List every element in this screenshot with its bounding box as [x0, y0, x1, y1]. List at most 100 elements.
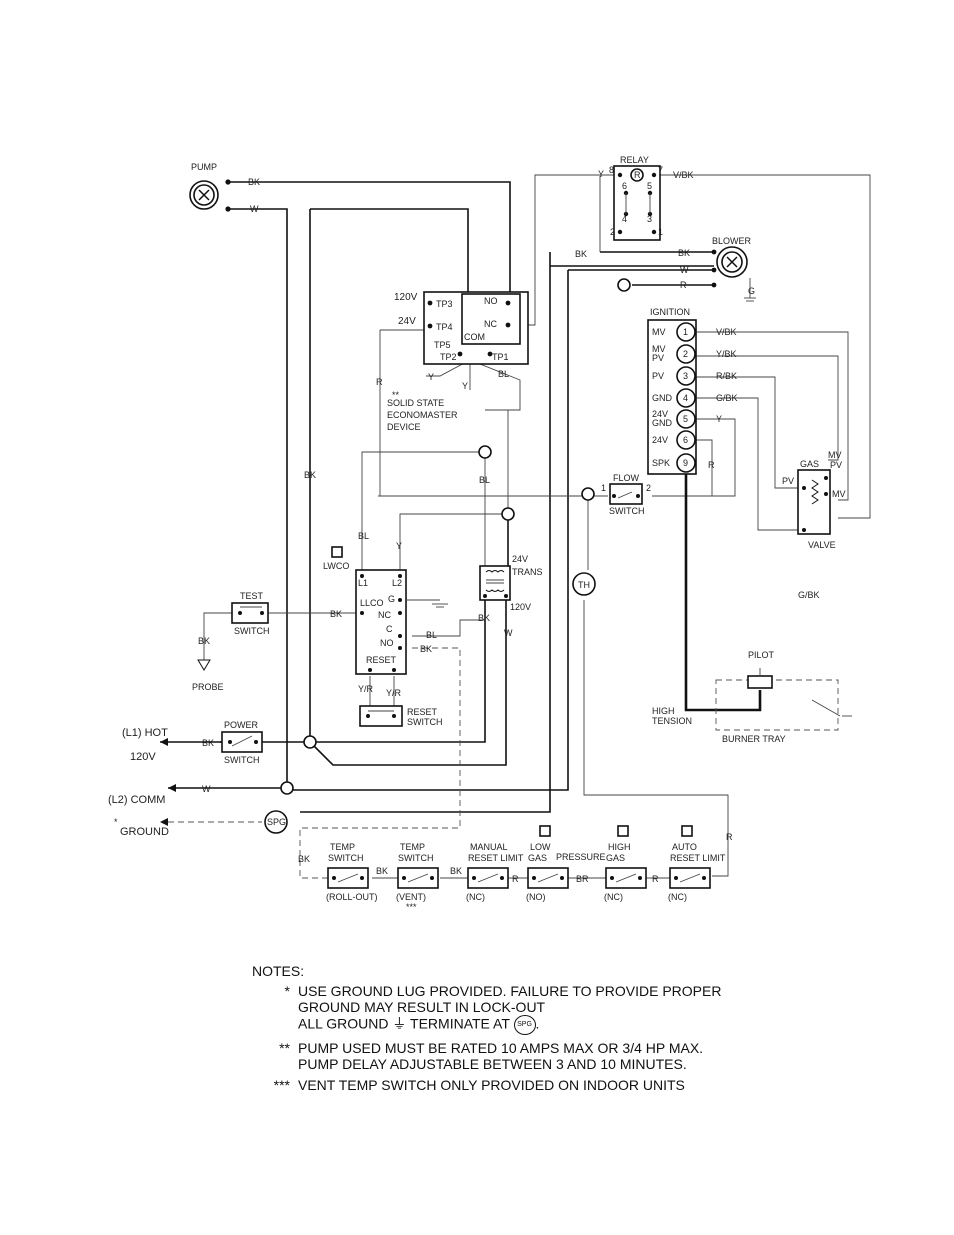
ignition-terminal	[676, 388, 696, 408]
ground-label: GROUND	[120, 826, 169, 838]
relay-pin-8: 8	[609, 165, 614, 175]
limit-switch-title: RESET LIMIT	[670, 853, 726, 863]
limit-switch-title: AUTO	[672, 842, 697, 852]
econ-star: **	[392, 390, 400, 400]
ignition-terminal-number: 9	[683, 458, 688, 468]
valve-label: VALVE	[808, 540, 836, 550]
high-label: HIGH	[652, 706, 675, 716]
gas-valve: GAS VALVE MV PV PV MV G/BK	[782, 450, 846, 600]
l2-w-wire: W	[202, 784, 211, 794]
econ-desc-3: DEVICE	[387, 422, 421, 432]
ignition-label: IGNITION	[650, 307, 690, 317]
probe-bk-wire: BK	[198, 636, 210, 646]
econ-y-wire-2: Y	[462, 381, 468, 391]
limit-switch-contact	[407, 873, 429, 883]
notes-section: NOTES: * USE GROUND LUG PROVIDED. FAILUR…	[252, 963, 812, 1098]
ignition-wire-code: Y	[716, 414, 722, 424]
note-1-line-3a: ALL GROUND	[298, 1015, 389, 1032]
relay-label: RELAY	[620, 155, 649, 165]
note-1-line-2: GROUND MAY RESULT IN LOCK-OUT	[298, 999, 546, 1015]
econ-tp3: TP3	[436, 299, 453, 309]
relay-bk-wire: BK	[575, 249, 587, 259]
power-label: POWER	[224, 720, 259, 730]
trans-w-wire: W	[504, 628, 513, 638]
econ-tp1: TP1	[492, 352, 509, 362]
limit-switch-terminal	[360, 876, 364, 880]
orphan-gbk-label: G/BK	[798, 590, 820, 600]
econ-no: NO	[484, 296, 498, 306]
limit-switch-contact	[615, 873, 637, 883]
lwco-c: C	[386, 624, 393, 634]
ignition-terminal	[676, 366, 696, 386]
blower: BLOWER BK W R G	[617, 236, 756, 302]
limit-bk-1: BK	[298, 854, 310, 864]
limit-switch-string: BK BK BK R BR R R PRESSURE TEMPSWITCH(RO…	[298, 825, 733, 912]
econ-bl-wire: BL	[498, 369, 509, 379]
lwco-bk-in: BK	[330, 609, 342, 619]
lwco-bl-wire: BL	[358, 531, 369, 541]
ignition-terminal-number: 2	[683, 349, 688, 359]
economaster-device: 120V 24V TP3 TP4 TP5 TP2 TP1 NO NC COM *…	[376, 291, 529, 432]
lwco-control: LWCO L1 L2 G LLCO NC C NO RESET BL Y BL …	[323, 531, 448, 698]
limit-switch-title: LOW	[530, 842, 551, 852]
lwco-nc: NC	[378, 610, 391, 620]
trans-bk-wire: BK	[478, 613, 490, 623]
lwco-g: G	[388, 594, 395, 604]
limit-switch-type: (NC)	[604, 892, 623, 902]
flow-t1: 1	[601, 483, 606, 493]
ignition-wire-code: G/BK	[716, 393, 738, 403]
trans-label: TRANS	[512, 567, 543, 577]
pump: PUMP BK W	[189, 162, 260, 214]
gas-label: GAS	[800, 459, 819, 469]
ignition-terminal-label: MV	[652, 327, 666, 337]
power-switch: POWER SWITCH BK (L1) HOT 120V W (L2) COM…	[108, 720, 288, 838]
limit-r-2: R	[652, 874, 659, 884]
flow-r-wire: R	[708, 460, 715, 470]
econ-com: COM	[464, 332, 485, 342]
note-3: *** VENT TEMP SWITCH ONLY PROVIDED ON IN…	[252, 1077, 812, 1093]
limit-switch-type: (NO)	[526, 892, 546, 902]
limit-switch-marker	[681, 825, 693, 837]
limit-switch-contact	[537, 873, 559, 883]
pilot-label: PILOT	[748, 650, 775, 660]
lwco-y-wire: Y	[396, 541, 402, 551]
limit-switch-title: HIGH	[608, 842, 631, 852]
ignition-terminal-label: MV	[652, 344, 666, 354]
pump-label: PUMP	[191, 162, 217, 172]
flow-switch-label: SWITCH	[609, 506, 645, 516]
valve-mv: MV	[832, 489, 846, 499]
ignition-terminal-label: PV	[652, 371, 664, 381]
th-label: TH	[578, 580, 590, 590]
spg-icon: SPG	[513, 1015, 536, 1035]
transformer: 24V TRANS 120V BK W	[478, 554, 543, 638]
notes-heading: NOTES:	[252, 963, 305, 979]
trans-24v: 24V	[512, 554, 528, 564]
note-1-line-3c: .	[535, 1015, 540, 1032]
econ-nc: NC	[484, 319, 497, 329]
relay-pin-2: 2	[610, 227, 615, 237]
ignition-terminal-label: GND	[652, 418, 673, 428]
econ-120v: 120V	[394, 292, 418, 303]
limit-switch-terminal	[532, 876, 536, 880]
limit-switch-contact	[337, 873, 359, 883]
limit-switch-terminal	[702, 876, 706, 880]
flow-t2: 2	[646, 483, 651, 493]
ignition-terminal-number: 4	[683, 393, 688, 403]
limit-switch-title: SWITCH	[328, 853, 364, 863]
limit-bk-2: BK	[376, 866, 388, 876]
relay-pin-1: 1	[658, 227, 663, 237]
junction-bl-wire: BL	[479, 475, 490, 485]
note-3-mark: ***	[273, 1077, 290, 1093]
limit-switch-title: SWITCH	[398, 853, 434, 863]
econ-r-wire: R	[376, 377, 383, 387]
test-switch-label: SWITCH	[234, 626, 270, 636]
